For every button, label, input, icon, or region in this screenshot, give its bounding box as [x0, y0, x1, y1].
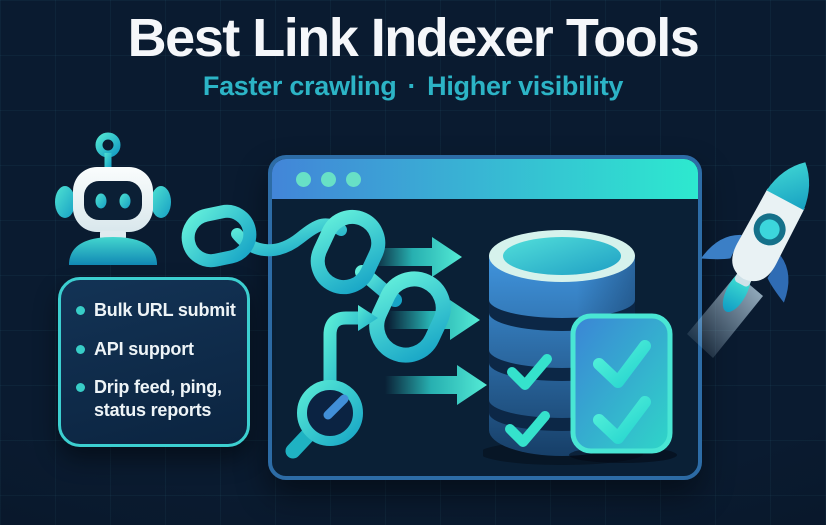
robot-eye-right [119, 193, 131, 209]
robot-body [69, 237, 157, 265]
bullet-dot-icon [76, 344, 85, 354]
window-dot [346, 171, 361, 187]
tagline-left: Faster crawling [202, 70, 397, 101]
pipe-arrowhead [358, 305, 378, 331]
pipe-elbow [323, 311, 368, 392]
feature-list: Bulk URL submit API support Drip feed, p… [76, 299, 239, 421]
tagline: Faster crawling · Higher visibility [0, 71, 826, 102]
robot-visor [84, 181, 142, 220]
rocket-icon [687, 162, 810, 358]
robot-ear-left [55, 186, 75, 218]
feature-item: Drip feed, ping, status reports [76, 376, 239, 421]
rocket-exhaust-beam [687, 274, 763, 358]
header: Best Link Indexer Tools Faster crawling ·… [0, 10, 826, 102]
feature-label: API support [94, 338, 194, 359]
robot-eye-left [95, 193, 107, 209]
window-dot [321, 171, 336, 187]
tagline-right: Higher visibility [427, 70, 624, 101]
database-top-inner [503, 237, 621, 275]
feature-label: Bulk URL submit [94, 300, 236, 320]
flow-arrow-bottom [385, 365, 487, 405]
tagline-separator: · [407, 70, 417, 101]
bullet-dot-icon [76, 306, 85, 315]
robot-antenna-icon [95, 132, 121, 167]
page-title: Best Link Indexer Tools [127, 8, 700, 68]
feature-label: Drip feed, ping, status reports [94, 377, 222, 420]
checklist-card-icon [569, 313, 677, 463]
rocket-body-group [700, 162, 810, 313]
feature-item: API support [76, 338, 239, 361]
magnifier-handle [285, 427, 316, 459]
speed-gauge-magnifier-icon [285, 305, 378, 459]
feature-panel: Bulk URL submit API support Drip feed, p… [58, 277, 250, 447]
feature-item: Bulk URL submit [76, 299, 239, 322]
bullet-dot-icon [76, 383, 85, 392]
browser-titlebar [272, 159, 698, 199]
window-dot [296, 171, 311, 187]
chain-link-outer [181, 204, 257, 268]
